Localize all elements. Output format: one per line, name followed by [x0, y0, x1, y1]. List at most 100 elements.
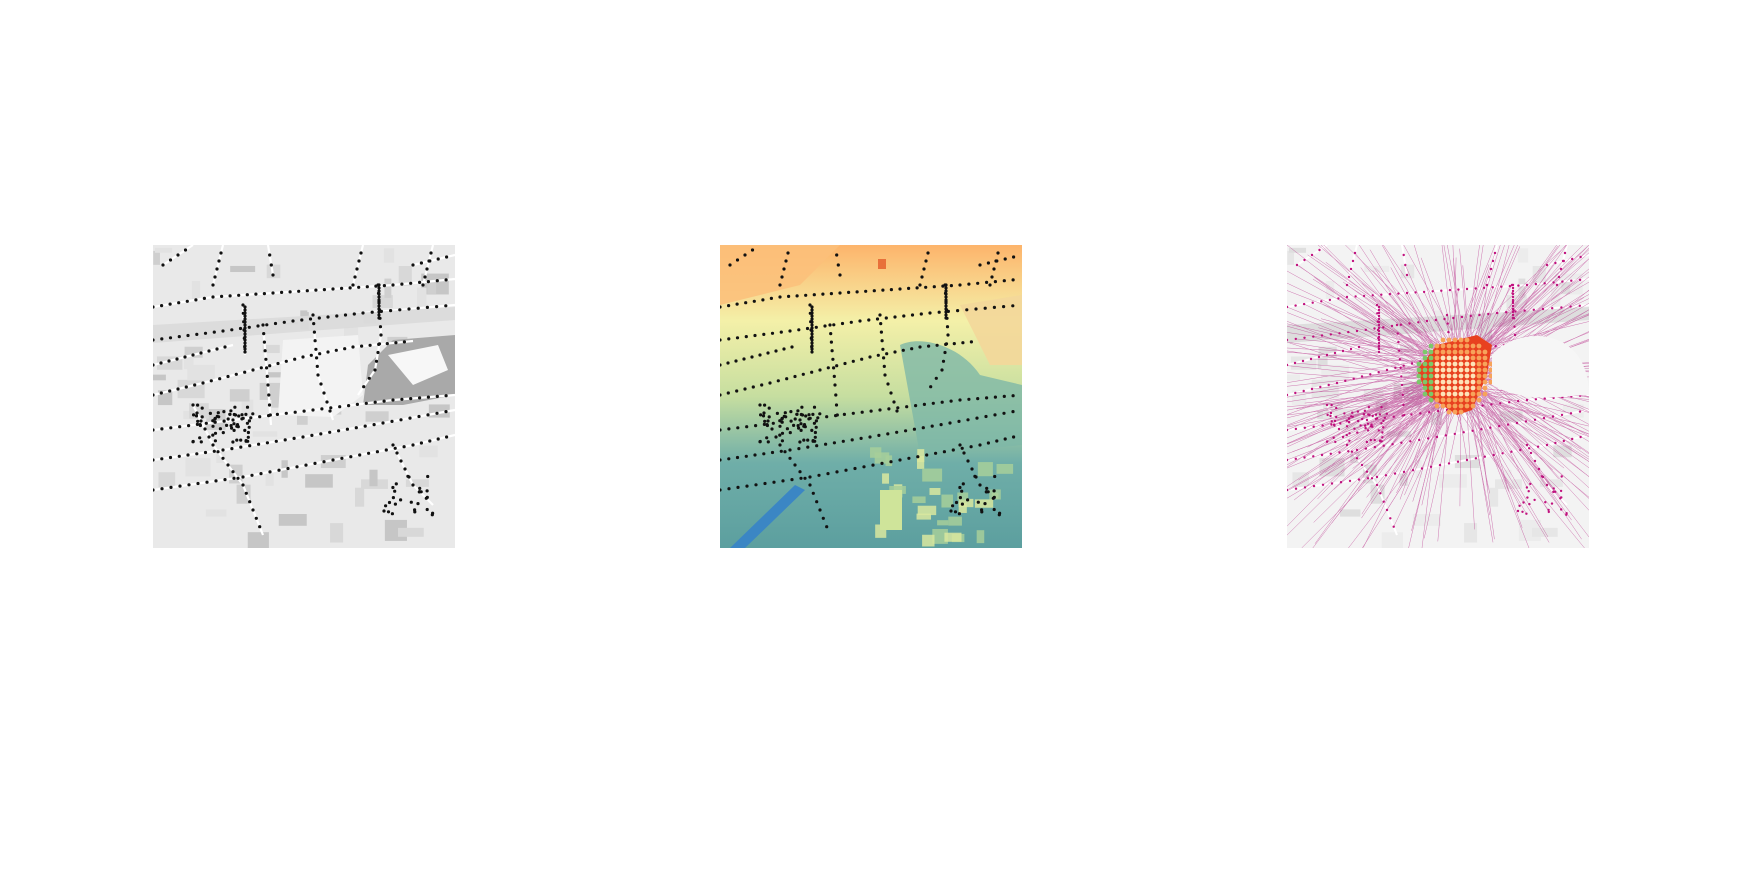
cluster-point: [1440, 397, 1446, 403]
cluster-point: [1428, 379, 1434, 385]
sample-point: [329, 406, 333, 410]
sample-point: [265, 366, 269, 370]
cluster-point: [1482, 355, 1488, 361]
sample-point: [312, 330, 316, 334]
cluster-point: [1470, 373, 1476, 379]
sample-point: [868, 355, 872, 359]
sample-point: [1501, 452, 1504, 455]
sample-point: [850, 438, 854, 442]
sample-point: [293, 410, 297, 414]
sample-point: [766, 440, 770, 444]
sample-point: [792, 423, 796, 427]
sample-point: [736, 485, 740, 489]
sample-point: [862, 465, 866, 469]
cluster-point: [1446, 403, 1452, 409]
sample-point: [951, 504, 955, 508]
sample-point: [915, 286, 919, 290]
sample-point: [799, 476, 803, 480]
sample-point: [436, 257, 440, 261]
sample-point: [958, 485, 962, 490]
sample-point: [1532, 308, 1535, 311]
sample-point: [391, 485, 395, 490]
sample-point: [720, 458, 722, 462]
sample-point: [153, 488, 155, 492]
building: [1292, 472, 1310, 488]
sample-point: [988, 283, 992, 287]
cluster-point: [1440, 355, 1446, 361]
sample-point: [265, 441, 269, 445]
sample-point: [291, 319, 295, 323]
sample-point: [331, 458, 335, 462]
sample-point: [425, 489, 429, 493]
sample-point: [763, 403, 767, 407]
sample-point: [373, 400, 377, 404]
sample-point: [297, 289, 301, 293]
sample-point: [810, 347, 814, 351]
sample-point: [355, 402, 359, 406]
sample-point: [178, 425, 182, 429]
sample-point: [1405, 273, 1409, 277]
sample-point: [1011, 304, 1015, 308]
sample-point: [1395, 323, 1399, 327]
sample-point: [211, 295, 215, 299]
sample-point: [1474, 287, 1477, 290]
building: [1531, 527, 1558, 537]
connection-line: [1350, 268, 1445, 357]
sample-point: [187, 424, 191, 428]
sample-point: [762, 452, 766, 456]
sample-point: [801, 372, 805, 376]
sample-point: [1003, 437, 1007, 441]
sample-point: [1002, 394, 1006, 398]
sample-point: [786, 251, 790, 255]
cluster-point: [1482, 391, 1488, 397]
sample-point: [922, 267, 926, 271]
sample-point: [770, 450, 775, 455]
sample-point: [417, 490, 421, 494]
sample-point: [778, 443, 782, 447]
cluster-point: [1446, 355, 1452, 361]
sample-point: [735, 258, 740, 262]
sample-point: [797, 328, 801, 332]
sample-point: [367, 376, 371, 380]
sample-point: [949, 284, 953, 288]
sample-point: [349, 455, 353, 459]
building: [922, 534, 935, 547]
sample-point: [176, 253, 180, 257]
building: [278, 514, 307, 526]
sample-point: [995, 439, 999, 443]
sample-point: [1534, 282, 1538, 286]
cluster-point: [1464, 397, 1470, 403]
sample-point: [967, 282, 971, 286]
cluster-point: [1440, 379, 1446, 385]
sample-point: [362, 385, 366, 389]
sample-point: [823, 324, 827, 328]
sample-point: [1550, 502, 1554, 505]
street: [1486, 245, 1498, 286]
sample-point: [783, 450, 787, 454]
building: [369, 469, 378, 487]
sample-point: [1570, 279, 1573, 282]
sample-point: [1545, 263, 1549, 267]
sample-point: [762, 332, 766, 336]
sample-point: [944, 310, 948, 314]
building: [977, 462, 993, 477]
sample-point: [720, 393, 722, 397]
sample-point: [762, 422, 766, 426]
sample-point: [961, 341, 965, 345]
sample-point: [799, 428, 803, 432]
sample-point: [1377, 326, 1381, 330]
sample-point: [976, 281, 980, 285]
street-map-panel: [153, 245, 455, 548]
sample-point: [765, 423, 769, 427]
sample-point: [871, 463, 875, 467]
sample-point: [187, 483, 191, 487]
sample-point: [944, 286, 948, 290]
sample-point: [780, 431, 785, 435]
sample-point: [1389, 517, 1392, 520]
sample-point: [1562, 259, 1565, 263]
sample-point: [208, 411, 212, 415]
sample-point: [771, 421, 775, 425]
sample-point: [1012, 435, 1016, 439]
building: [882, 473, 890, 484]
sample-point: [953, 510, 958, 514]
